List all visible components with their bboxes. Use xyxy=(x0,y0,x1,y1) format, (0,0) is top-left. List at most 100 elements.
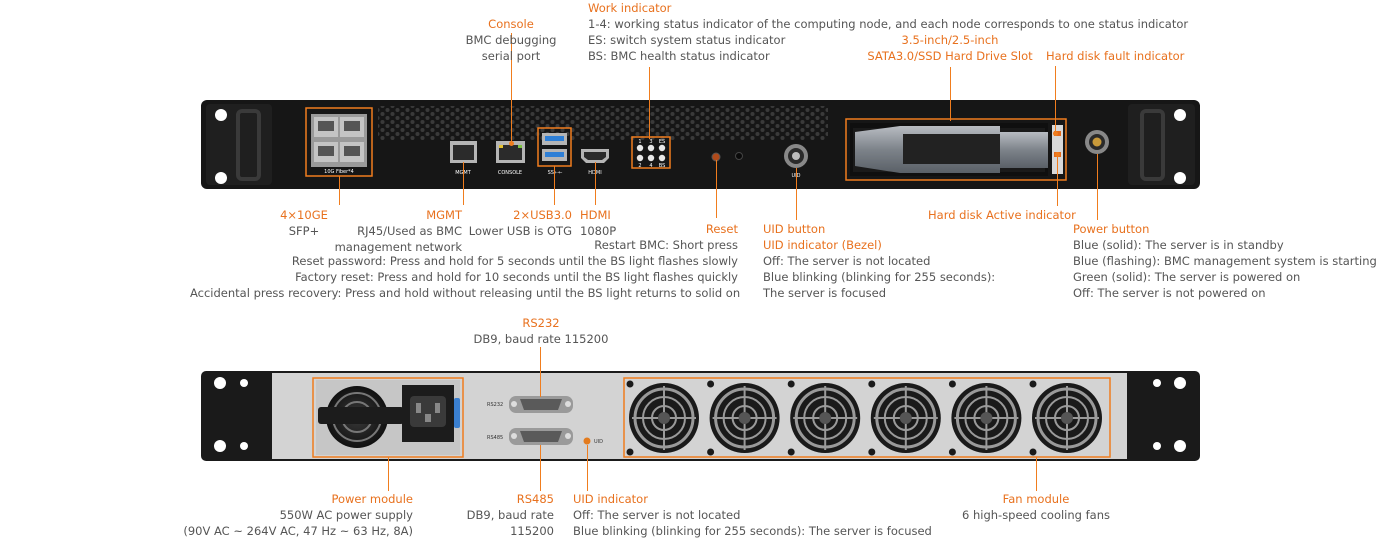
rear-uid-callout: UID indicator Off: The server is not loc… xyxy=(573,491,932,539)
work-indicator-leds: 1 3 ES 2 4 BS xyxy=(631,136,671,169)
sfp-port-label: 10G Fiber*4 xyxy=(324,169,354,175)
rear-left-ear xyxy=(214,377,248,452)
usb-ports[interactable]: SS⇠← xyxy=(537,127,572,176)
fan-module-line-1: 6 high-speed cooling fans xyxy=(962,508,1110,522)
rs485-title: RS485 xyxy=(516,492,554,506)
usb-title: 2×USB3.0 xyxy=(513,208,572,222)
sfp-callout: 4×10GE SFP+ xyxy=(272,207,336,239)
power-button-title: Power button xyxy=(1073,222,1150,236)
fan-module-callout: Fan module 6 high-speed cooling fans xyxy=(946,491,1126,523)
uid-button-line-1: Off: The server is not located xyxy=(763,254,931,268)
hd-fault-title: Hard disk fault indicator xyxy=(1046,49,1185,63)
power-module[interactable] xyxy=(312,377,464,458)
usb-callout: 2×USB3.0 Lower USB is OTG xyxy=(462,207,572,239)
console-line-1: BMC debugging xyxy=(465,33,557,47)
mgmt-line-2: management network xyxy=(334,240,462,254)
drive-slot-title: 3.5-inch/2.5-inch xyxy=(901,33,999,47)
rs485-line-1: DB9, baud rate xyxy=(466,508,554,522)
console-port[interactable]: CONSOLE xyxy=(496,141,525,176)
power-module-line-2: (90V AC ~ 264V AC, 47 Hz ~ 63 Hz, 8A) xyxy=(183,524,413,538)
rs485-port[interactable]: RS485 xyxy=(487,428,573,445)
front-right-ear xyxy=(1140,109,1186,184)
hdmi-title: HDMI xyxy=(580,208,611,222)
reset-callout: Reset Restart BMC: Short press Reset pas… xyxy=(190,221,741,301)
sfp-title: 4×10GE xyxy=(280,208,328,222)
led-label-2: 2 xyxy=(638,163,641,169)
power-button-line-2: Blue (flashing): BMC management system i… xyxy=(1073,254,1377,268)
rs232-callout: RS232 DB9, baud rate 115200 xyxy=(460,315,622,347)
uid-button-title: UID button xyxy=(763,222,826,236)
console-line-2: serial port xyxy=(481,49,541,63)
console-callout: Console BMC debugging serial port xyxy=(455,16,567,64)
work-indicator-callout: Work indicator 1-4: working status indic… xyxy=(588,0,1188,64)
power-module-callout: Power module 550W AC power supply (90V A… xyxy=(150,491,413,539)
fan-6 xyxy=(1029,380,1102,456)
fan-4 xyxy=(868,380,941,456)
uid-button-line-3: The server is focused xyxy=(763,286,887,300)
usb-line-1: Lower USB is OTG xyxy=(468,224,572,238)
fan-module xyxy=(623,377,1111,458)
led-label-es: ES xyxy=(659,139,665,145)
power-button-line-1: Blue (solid): The server is in standby xyxy=(1073,238,1284,252)
hard-drive-slot[interactable] xyxy=(845,118,1067,181)
front-small-hole xyxy=(735,152,743,160)
fan-3 xyxy=(787,380,861,456)
rs232-title: RS232 xyxy=(522,316,560,330)
power-button-line-4: Off: The server is not powered on xyxy=(1073,286,1266,300)
hdmi-line-1: 1080P xyxy=(580,224,617,238)
led-label-3: 3 xyxy=(649,139,652,145)
reset-line-1: Restart BMC: Short press xyxy=(594,238,738,252)
power-button-line-3: Green (solid): The server is powered on xyxy=(1073,270,1301,284)
hd-active-title: Hard disk Active indicator xyxy=(928,208,1076,222)
rear-uid-line-1: Off: The server is not located xyxy=(573,508,741,522)
drive-slot-title-2: SATA3.0/SSD Hard Drive Slot xyxy=(867,49,1033,63)
rs232-port[interactable]: RS232 xyxy=(487,396,573,413)
led-label-4: 4 xyxy=(649,163,652,169)
fan-module-title: Fan module xyxy=(1002,492,1070,506)
reset-line-3: Factory reset: Press and hold for 10 sec… xyxy=(295,270,738,284)
rs485-line-2: 115200 xyxy=(510,524,554,538)
rs232-line-1: DB9, baud rate 115200 xyxy=(473,332,609,346)
console-title: Console xyxy=(488,17,534,31)
reset-line-2: Reset password: Press and hold for 5 sec… xyxy=(291,254,738,268)
reset-title: Reset xyxy=(705,222,738,236)
power-button-callout: Power button Blue (solid): The server is… xyxy=(1073,221,1377,301)
rs485-port-label: RS485 xyxy=(487,435,503,441)
fan-2 xyxy=(707,380,780,456)
led-label-bs: BS xyxy=(659,163,666,169)
work-indicator-line-1: 1-4: working status indicator of the com… xyxy=(588,17,1189,31)
uid-button-callout: UID button UID indicator (Bezel) Off: Th… xyxy=(763,221,995,301)
fan-1 xyxy=(626,380,699,456)
console-port-label: CONSOLE xyxy=(498,170,522,176)
mgmt-title: MGMT xyxy=(426,208,462,222)
sfp-line-1: SFP+ xyxy=(288,224,320,238)
rear-uid-line-2: Blue blinking (blinking for 255 seconds)… xyxy=(573,524,932,538)
led-label-1: 1 xyxy=(638,139,641,145)
front-vent xyxy=(378,106,828,140)
power-module-title: Power module xyxy=(331,492,413,506)
mgmt-line-1: RJ45/Used as BMC xyxy=(357,224,462,238)
rear-uid-indicator: UID xyxy=(583,437,603,445)
work-indicator-title: Work indicator xyxy=(588,1,672,15)
rs485-callout: RS485 DB9, baud rate 115200 xyxy=(450,491,554,539)
power-button[interactable] xyxy=(1085,130,1109,154)
reset-line-4: Accidental press recovery: Press and hol… xyxy=(190,286,741,300)
work-indicator-line-3: BS: BMC health status indicator xyxy=(588,49,770,63)
rear-uid-label: UID xyxy=(594,439,603,445)
usb-port-label: SS⇠← xyxy=(548,170,563,176)
hd-active-callout: Hard disk Active indicator xyxy=(928,207,1076,223)
uid-button-line-2: Blue blinking (blinking for 255 seconds)… xyxy=(763,270,996,284)
sfp-ports[interactable]: 10G Fiber*4 xyxy=(305,107,373,177)
uid-bezel-title: UID indicator (Bezel) xyxy=(763,238,882,252)
power-module-line-1: 550W AC power supply xyxy=(279,508,413,522)
rear-uid-title: UID indicator xyxy=(573,492,648,506)
drive-slot-callout: 3.5-inch/2.5-inch SATA3.0/SSD Hard Drive… xyxy=(860,32,1040,64)
hd-fault-callout: Hard disk fault indicator xyxy=(1046,48,1184,64)
work-indicator-line-2: ES: switch system status indicator xyxy=(588,33,786,47)
front-left-ear xyxy=(215,109,261,184)
mgmt-callout: MGMT RJ45/Used as BMC management network xyxy=(320,207,462,255)
fan-5 xyxy=(948,380,1022,456)
rear-right-ear xyxy=(1153,377,1186,452)
rs232-port-label: RS232 xyxy=(487,402,503,408)
